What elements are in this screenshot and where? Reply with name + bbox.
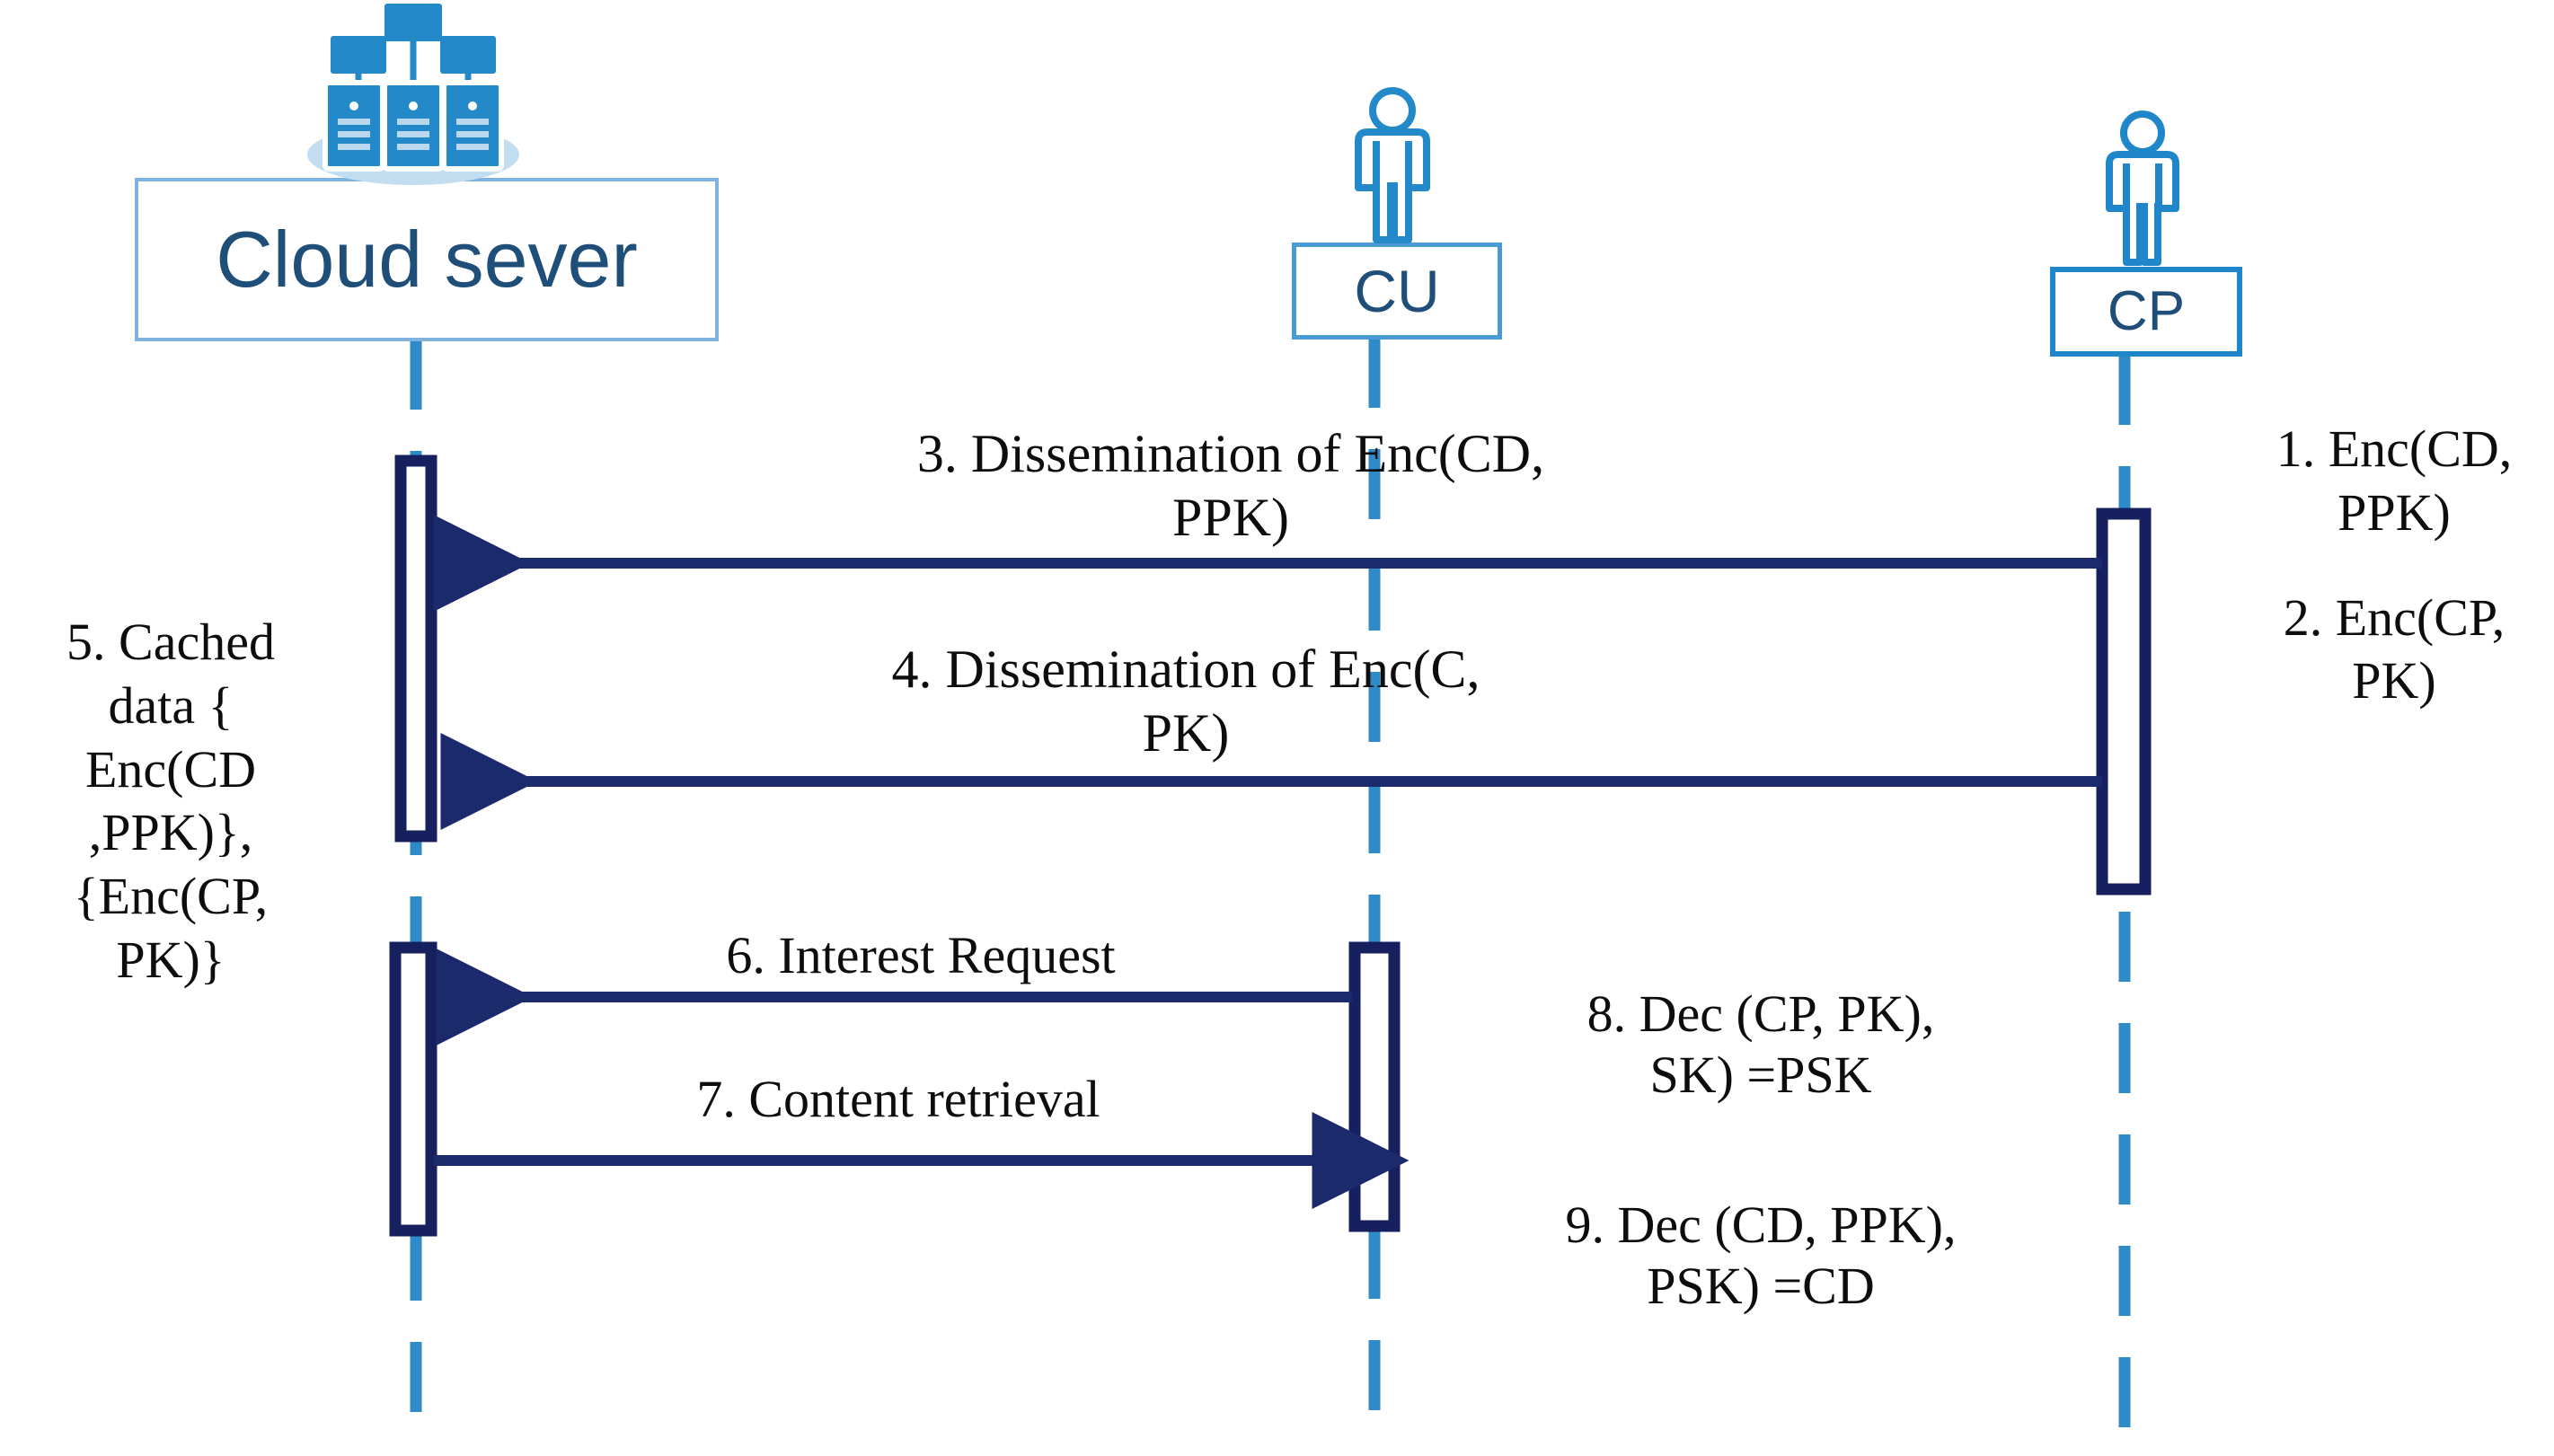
- participant-label-cp: CP: [2107, 280, 2186, 342]
- message-label-3: 3. Dissemination of Enc(CD, PPK): [813, 422, 1648, 550]
- server-stack-icon: [270, 0, 557, 189]
- activation-cu-1: [1348, 941, 1401, 1232]
- message-label-4-line1: 4. Dissemination of Enc(C,: [891, 640, 1480, 699]
- note-cached-data: 5. Cached data { Enc(CD ,PPK)}, {Enc(CP,…: [9, 611, 332, 993]
- note-cached-line5: {Enc(CP,: [73, 867, 269, 925]
- note-cu-operation-9: 9. Dec (CD, PPK), PSK) =CD: [1473, 1195, 2048, 1318]
- message-label-6: 6. Interest Request: [726, 926, 1116, 984]
- message-label-4: 4. Dissemination of Enc(C, PK): [719, 638, 1653, 765]
- message-label-3-line2: PPK): [1171, 487, 1290, 547]
- note-cp-operations: 1. Enc(CD, PPK) 2. Enc(CP, PK): [2241, 418, 2547, 713]
- message-label-7: 7. Content retrieval: [696, 1070, 1100, 1128]
- note-cached-line1: 5. Cached: [66, 613, 275, 671]
- participant-box-cloud[interactable]: Cloud sever: [135, 178, 719, 341]
- participant-label-cu: CU: [1354, 258, 1440, 324]
- note-cu-item9-line2: PSK) =CD: [1647, 1257, 1875, 1316]
- note-cu-item8-line1: 8. Dec (CP, PK),: [1586, 984, 1935, 1043]
- note-cached-line2: data {: [108, 675, 234, 735]
- note-cp-item2-line1: 2. Enc(CP,: [2283, 587, 2505, 647]
- message-arrows: [433, 515, 2102, 1209]
- note-cp-item2-line2: PK): [2352, 651, 2436, 710]
- message-label-3-line1: 3. Dissemination of Enc(CD,: [916, 424, 1545, 483]
- participant-box-cu[interactable]: CU: [1292, 243, 1502, 340]
- participant-box-cp[interactable]: CP: [2050, 267, 2242, 357]
- note-cached-line6: PK)}: [116, 930, 225, 989]
- note-cached-line3: Enc(CD: [84, 739, 257, 799]
- person-icon-cu: [1339, 85, 1446, 247]
- activation-cp-1: [2096, 507, 2152, 896]
- activation-cloud-1: [394, 454, 437, 843]
- message-label-4-line2: PK): [1142, 702, 1230, 763]
- note-cp-item1-line2: PPK): [2337, 482, 2451, 542]
- participant-label-cloud: Cloud sever: [216, 215, 638, 304]
- note-cu-item8-line2: SK) =PSK: [1649, 1046, 1872, 1105]
- activation-cloud-2: [389, 941, 437, 1237]
- person-icon-cp: [2093, 108, 2192, 269]
- note-cp-item1-line1: 1. Enc(CD,: [2276, 419, 2513, 478]
- note-cached-line4: ,PPK)},: [88, 803, 253, 862]
- note-cu-item9-line1: 9. Dec (CD, PPK),: [1565, 1196, 1957, 1254]
- note-cu-operation-8: 8. Dec (CP, PK), SK) =PSK: [1491, 984, 2030, 1107]
